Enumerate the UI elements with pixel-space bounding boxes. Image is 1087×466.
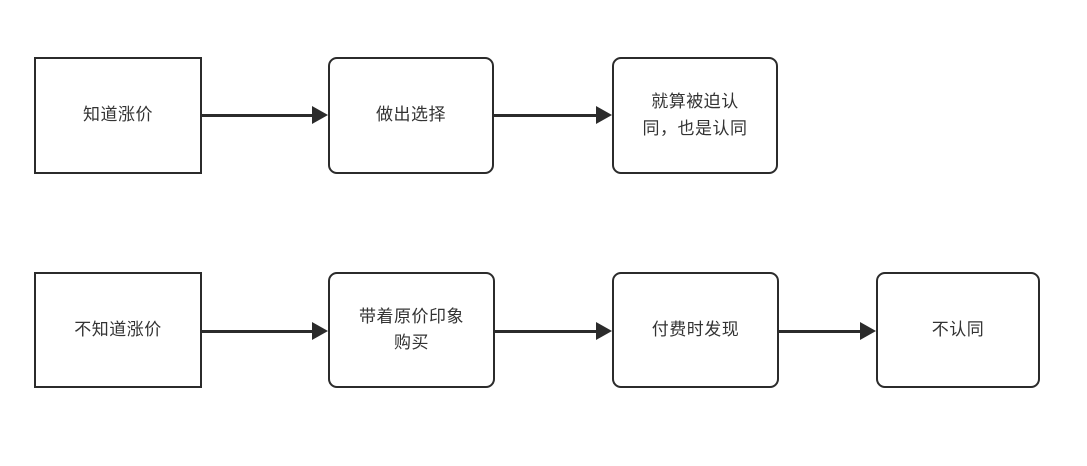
node-label: 不认同 xyxy=(931,319,985,339)
edge-n1-to-n2 xyxy=(202,113,315,117)
arrow-head-right-icon xyxy=(312,106,328,124)
arrow-head-right-icon xyxy=(860,322,876,340)
arrow-head-right-icon xyxy=(312,322,328,340)
node-label: 知道涨价 xyxy=(83,105,153,125)
node-label: 就算被迫认 同，也是认同 xyxy=(642,92,748,138)
arrow-head-right-icon xyxy=(596,322,612,340)
edge-n6-to-n7 xyxy=(779,329,862,333)
node-label: 做出选择 xyxy=(376,105,446,125)
edge-n5-to-n6 xyxy=(495,329,598,333)
node-make-choice[interactable]: 做出选择 xyxy=(328,57,494,174)
node-label: 付费时发现 xyxy=(651,319,740,339)
edge-n4-to-n5 xyxy=(202,329,315,333)
node-label: 带着原价印象 购买 xyxy=(359,306,464,352)
node-discover-at-payment[interactable]: 付费时发现 xyxy=(612,272,779,388)
node-disagree[interactable]: 不认同 xyxy=(876,272,1040,388)
node-buy-with-old-price-impression[interactable]: 带着原价印象 购买 xyxy=(328,272,495,388)
arrow-head-right-icon xyxy=(596,106,612,124)
node-unaware-price-increase[interactable]: 不知道涨价 xyxy=(34,272,202,388)
node-label: 不知道涨价 xyxy=(74,319,162,339)
edge-n2-to-n3 xyxy=(494,113,598,117)
node-forced-agreement-is-agreement[interactable]: 就算被迫认 同，也是认同 xyxy=(612,57,778,174)
node-know-price-increase[interactable]: 知道涨价 xyxy=(34,57,202,174)
